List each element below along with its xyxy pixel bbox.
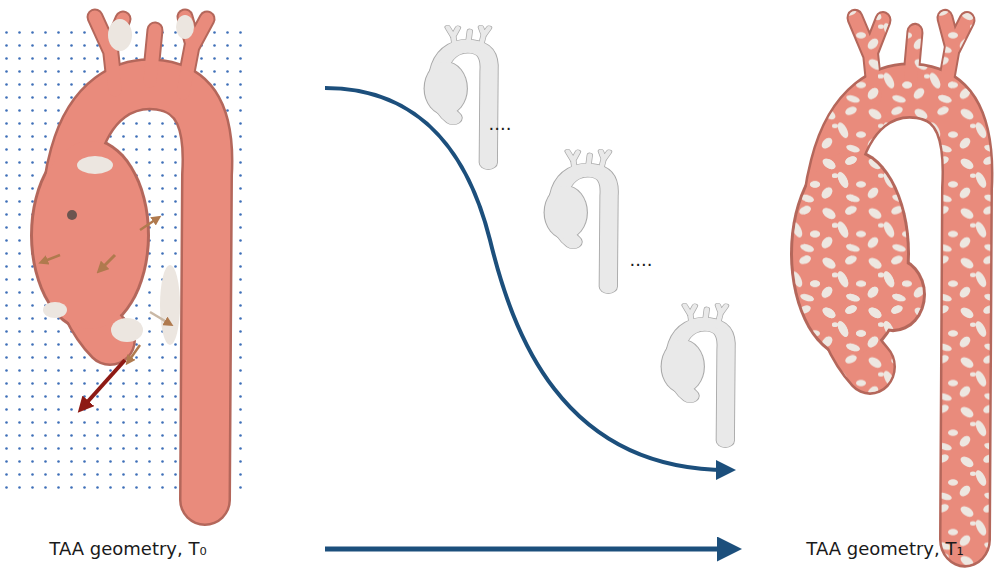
ellipsis: .... (630, 248, 653, 272)
intermediate-aorta (544, 151, 610, 286)
intermediate-aorta (424, 27, 490, 162)
growth-curve (325, 88, 728, 470)
intermediate-aorta (661, 305, 727, 440)
aorta-t0 (30, 15, 207, 500)
stage-label: TAA geometry, T₀ (49, 537, 206, 561)
aorta-t1 (790, 18, 967, 540)
time-arrow (325, 547, 732, 552)
stage-label: TAA geometry, T₁ (806, 537, 963, 561)
displacement-arrows (42, 218, 170, 408)
ellipsis: .... (489, 112, 512, 136)
